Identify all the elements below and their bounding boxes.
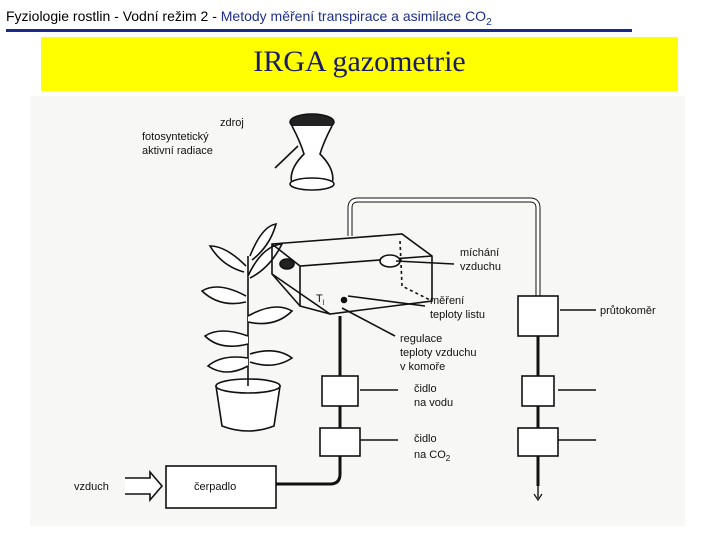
irga-diagram: zdroj fotosyntetický aktivní radiace míc… bbox=[30, 96, 685, 526]
label-light-source: zdroj fotosyntetický aktivní radiace bbox=[142, 117, 247, 157]
label-co2-sensor: čidlo na CO2 bbox=[414, 433, 451, 463]
label-pump: čerpadlo bbox=[194, 481, 236, 493]
co2-subscript: 2 bbox=[486, 16, 492, 28]
course-title: Fyziologie rostlin - Vodní režim 2 - bbox=[6, 8, 221, 24]
slide-header: Fyziologie rostlin - Vodní režim 2 - Met… bbox=[6, 6, 636, 32]
topic-title: Metody měření transpirace a asimilace CO… bbox=[220, 8, 492, 28]
label-mixing: míchání vzduchu bbox=[460, 247, 502, 273]
header-underline bbox=[6, 29, 632, 32]
label-flowmeter: průtokoměr bbox=[600, 305, 656, 317]
slide-heading: Fyziologie rostlin - Vodní režim 2 - Met… bbox=[6, 8, 492, 28]
label-air: vzduch bbox=[74, 481, 109, 493]
slide-title: IRGA gazometrie bbox=[253, 45, 466, 78]
irga-diagram-svg: zdroj fotosyntetický aktivní radiace míc… bbox=[74, 113, 656, 509]
lamp-icon bbox=[289, 113, 335, 191]
label-water-sensor: čidlo na vodu bbox=[414, 383, 453, 409]
plant-icon bbox=[200, 223, 294, 432]
topic-title-text: Metody měření transpirace a asimilace CO bbox=[220, 8, 487, 24]
title-banner: IRGA gazometrie bbox=[41, 37, 678, 91]
label-chamber-temp: regulace teploty vzduchu v komoře bbox=[400, 333, 480, 373]
label-leaf-temperature-symbol: Tl bbox=[316, 293, 325, 307]
label-leaf-temp: měření teploty listu bbox=[430, 295, 485, 321]
leaf-chamber bbox=[271, 233, 433, 315]
